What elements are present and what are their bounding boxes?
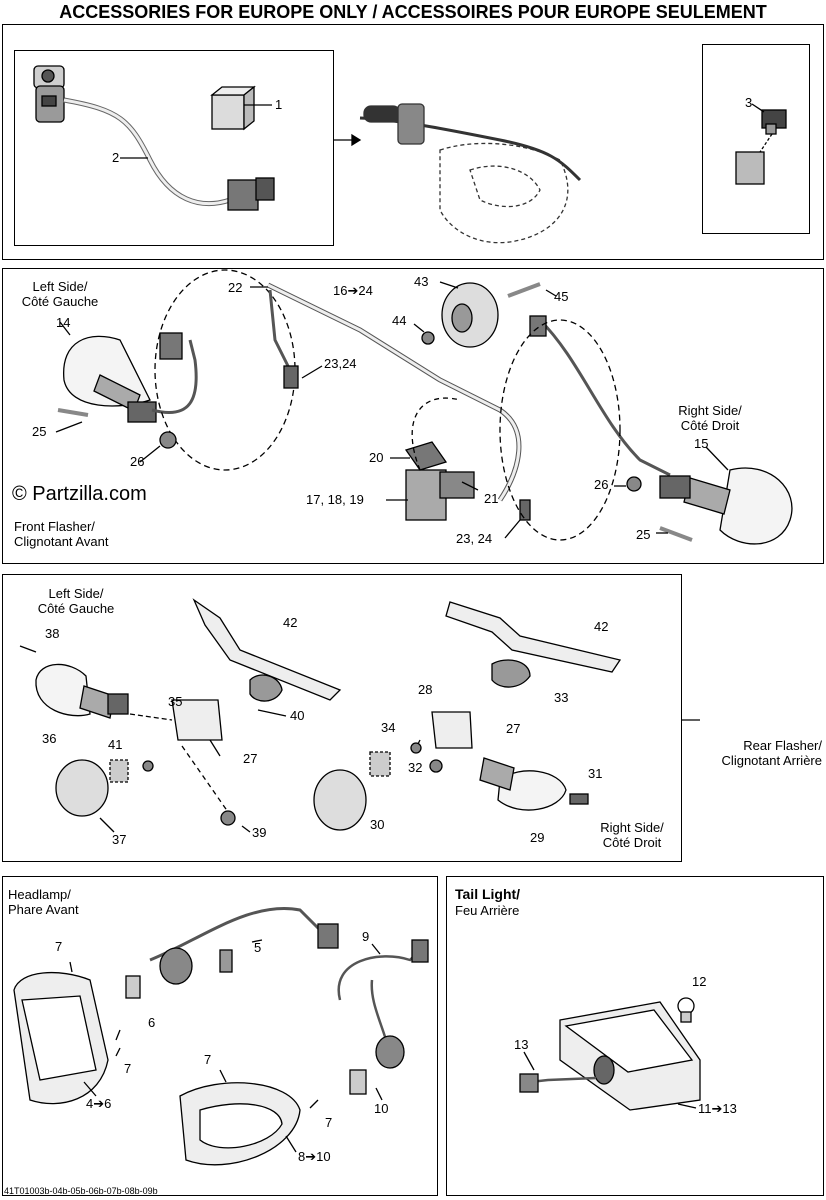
panel-tail-light <box>446 876 824 1196</box>
callout-6: 6 <box>148 1015 156 1030</box>
callout-32: 32 <box>408 760 423 775</box>
callout-33: 33 <box>554 690 569 705</box>
callout-17-18-19: 17, 18, 19 <box>306 492 364 507</box>
headlamp-lens-icon <box>179 1082 301 1166</box>
handlebar-assembly-icon <box>359 103 582 244</box>
callout-28: 28 <box>418 682 433 697</box>
page-title: ACCESSORIES FOR EUROPE ONLY / ACCESSOIRE… <box>59 2 767 22</box>
drawing-code: 41T01003b-04b-05b-06b-07b-08b-09b <box>4 1186 158 1196</box>
callout-14: 14 <box>56 315 71 330</box>
callout-45: 45 <box>554 289 569 304</box>
front-left-side-label: Left Side/ Côté Gauche <box>21 279 99 309</box>
callout-26-a: 26 <box>130 454 145 469</box>
switch-housing-icon <box>33 65 65 123</box>
lens-left-rear-icon <box>55 759 109 817</box>
callout-3: 3 <box>745 95 753 110</box>
callout-35: 35 <box>168 694 183 709</box>
callout-26-b: 26 <box>594 477 609 492</box>
connector-block-icon <box>227 177 275 211</box>
callout-27-a: 27 <box>506 721 521 736</box>
panel-front-flasher <box>2 268 824 564</box>
panel-headlamp <box>2 876 438 1196</box>
rear-right-side-label: Right Side/ Côté Droit <box>600 820 664 850</box>
tail-light-caption-fr: Feu Arrière <box>455 903 520 918</box>
callout-29: 29 <box>530 830 545 845</box>
callout-22: 22 <box>228 280 243 295</box>
front-right-side-label: Right Side/ Côté Droit <box>678 403 742 433</box>
tail-light-icon <box>559 1001 701 1111</box>
connector-harness-icon <box>404 441 475 521</box>
rear-left-side-label: Left Side/ Côté Gauche <box>37 586 115 616</box>
headlamp-caption: Headlamp/ Phare Avant <box>8 887 79 917</box>
rear-flasher-caption: Rear Flasher/ Clignotant Arrière <box>721 738 822 768</box>
callout-7-b: 7 <box>124 1061 132 1076</box>
callout-31: 31 <box>588 766 603 781</box>
panel-key-switch <box>702 44 810 234</box>
callout-23-24-b: 23, 24 <box>456 531 493 546</box>
callout-27-b: 27 <box>243 751 258 766</box>
callout-21: 21 <box>484 491 499 506</box>
callout-12: 12 <box>692 974 707 989</box>
flasher-right-front-icon <box>659 467 793 545</box>
callout-20: 20 <box>369 450 384 465</box>
callout-36: 36 <box>42 731 57 746</box>
callout-16-24: 16➔24 <box>333 283 373 298</box>
callout-41: 41 <box>108 737 123 752</box>
callout-2: 2 <box>112 150 120 165</box>
tail-light-caption-en: Tail Light/ <box>455 886 521 902</box>
callout-4-6: 4➔6 <box>86 1096 112 1111</box>
watermark-text: © Partzilla.com <box>12 483 147 505</box>
callout-1: 1 <box>275 97 283 112</box>
callout-5: 5 <box>254 940 262 955</box>
callout-40: 40 <box>290 708 305 723</box>
callout-8-10: 8➔10 <box>298 1149 331 1164</box>
callout-43: 43 <box>414 274 429 289</box>
callout-7-c: 7 <box>204 1052 212 1067</box>
callout-39: 39 <box>252 825 267 840</box>
front-flasher-caption: Front Flasher/ Clignotant Avant <box>14 519 109 549</box>
callout-23-24-a: 23,24 <box>324 356 357 371</box>
flasher-right-rear-icon <box>479 757 567 811</box>
callout-25-b: 25 <box>636 527 651 542</box>
flasher-left-rear-icon <box>35 663 129 719</box>
flasher-left-front-icon <box>63 335 157 423</box>
callout-15: 15 <box>694 436 709 451</box>
callout-13: 13 <box>514 1037 529 1052</box>
callout-11-13: 11➔13 <box>698 1101 737 1116</box>
panel-accessories <box>2 24 824 260</box>
lens-right-rear-icon <box>313 769 367 831</box>
callout-9: 9 <box>362 929 370 944</box>
callout-42-b: 42 <box>594 619 609 634</box>
callout-42-a: 42 <box>283 615 298 630</box>
bulb-socket-icon <box>125 947 193 999</box>
headlamp-housing-icon <box>13 971 109 1105</box>
panel-switch-kit <box>14 50 334 246</box>
panel-rear-flasher <box>2 574 682 862</box>
relay-icon <box>210 85 256 131</box>
callout-7-d: 7 <box>325 1115 333 1130</box>
callout-37: 37 <box>112 832 127 847</box>
callout-38: 38 <box>45 626 60 641</box>
callout-44: 44 <box>392 313 407 328</box>
key-switch-icon <box>735 109 787 185</box>
horn-icon <box>441 282 499 348</box>
callout-25-a: 25 <box>32 424 47 439</box>
callout-30: 30 <box>370 817 385 832</box>
callout-34: 34 <box>381 720 396 735</box>
callout-7-a: 7 <box>55 939 63 954</box>
callout-10: 10 <box>374 1101 389 1116</box>
